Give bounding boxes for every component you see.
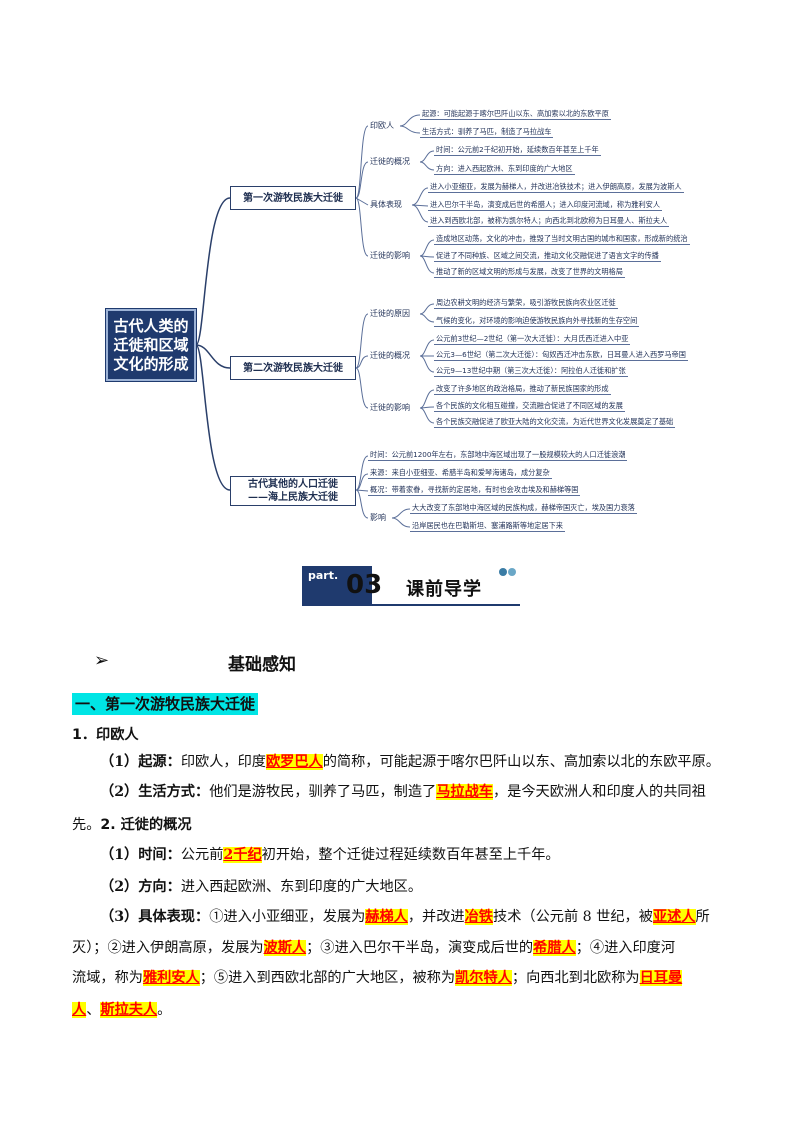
subheading-indo-europeans: 1．印欧人 — [72, 727, 139, 743]
text: ；③进入巴尔干半岛，演变成后世的 — [306, 940, 534, 956]
highlight: 赫梯人 — [365, 909, 408, 925]
part-number: 03 — [346, 570, 383, 600]
branch-first-migration: 第一次游牧民族大迁徙 — [230, 186, 356, 210]
b3-leaf: 概况：带着家眷，寻找新的定居地，有时也会攻击埃及和赫梯等国 — [368, 485, 581, 496]
b1-leaf: 时间：公元前2千纪初开始，延续数百年甚至上千年 — [434, 145, 601, 156]
text: 他们是游牧民，驯养了马匹，制造了 — [209, 784, 437, 800]
b2-label: 迁徙的影响 — [370, 403, 410, 412]
paragraph-lifestyle: （2）生活方式：他们是游牧民，驯养了马匹，制造了马拉战车，是今天欧洲人和印度人的… — [100, 782, 706, 802]
paragraph-direction: （2）方向：进入西起欧洲、东到印度的广大地区。 — [100, 877, 422, 897]
b1-leaf: 进入到西欧北部，被称为凯尔特人；向西北到北欧称为日耳曼人、斯拉夫人 — [428, 216, 670, 227]
b1-label: 具体表现 — [370, 200, 402, 209]
b2-leaf: 各个民族的文化相互碰撞，交流融合促进了不同区域的发展 — [434, 401, 625, 412]
b2-leaf: 气候的变化，对环境的影响迫使游牧民族向外寻找新的生存空间 — [434, 316, 640, 327]
paragraph-origin: （1）起源：印欧人，印度欧罗巴人的简称，可能起源于喀尔巴阡山以东、高加索以北的东… — [100, 752, 720, 772]
mind-map: 古代人类的迁徙和区域文化的形成 第一次游牧民族大迁徙 第二次游牧民族大迁徙 古代… — [0, 0, 800, 545]
highlight: 雅利安人 — [142, 970, 200, 986]
highlight: 冶铁 — [464, 909, 493, 925]
text: 的简称，可能起源于喀尔巴阡山以东、高加索以北的东欧平原。 — [322, 754, 720, 770]
text: 、 — [86, 1002, 101, 1018]
decorative-dots-icon — [498, 566, 518, 581]
text: 进入西起欧洲、东到印度的广大地区。 — [180, 879, 423, 895]
b1-leaf: 促进了不同种族、区域之间交流，推动文化交融促进了语言文字的传播 — [434, 251, 661, 262]
label-lifestyle: （2）生活方式： — [100, 784, 210, 800]
highlight: 马拉战车 — [436, 784, 493, 800]
paragraph-time: （1）时间：公元前2千纪初开始，整个迁徙过程延续数百年甚至上千年。 — [100, 845, 560, 865]
b3-leaf: 时间：公元前1200年左右，东部地中海区域出现了一股规模较大的人口迁徙浪潮 — [368, 450, 628, 461]
b1-leaf: 方向：进入西起欧洲、东到印度的广大地区 — [434, 164, 575, 175]
text: 灭）；②进入伊朗高原，发展为 — [72, 940, 264, 956]
paragraph-performance-3: 流域，称为雅利安人；⑤进入到西欧北部的广大地区，被称为凯尔特人；向西北到北欧称为… — [72, 968, 683, 988]
b1-leaf: 进入小亚细亚，发展为赫梯人，并改进冶铁技术；进入伊朗高原，发展为波斯人 — [428, 182, 684, 193]
text: ；⑤进入到西欧北部的广大地区，被称为 — [199, 970, 456, 986]
text: 印欧人，印度 — [180, 754, 266, 770]
highlight: 亚述人 — [652, 909, 696, 925]
b1-leaf: 进入巴尔干半岛，演变成后世的希腊人；进入印度河流域，称为雅利安人 — [428, 200, 663, 211]
highlight: 凯尔特人 — [455, 970, 512, 986]
banner-underline — [302, 604, 520, 606]
branch3-line2: ——海上民族大迁徙 — [248, 492, 338, 503]
subheading-overview: 2. 迁徙的概况 — [100, 817, 192, 833]
b1-leaf: 起源：可能起源于喀尔巴阡山以东、高加索以北的东欧平原 — [420, 109, 611, 120]
text: 初开始，整个迁徙过程延续数百年甚至上千年。 — [261, 847, 560, 863]
text: ，并改进 — [407, 909, 465, 925]
branch3-line1: 古代其他的人口迁徙 — [248, 479, 338, 490]
highlight: 斯拉夫人 — [100, 1002, 158, 1018]
text: 技术（公元前 8 世纪，被 — [493, 909, 653, 925]
text: 流域，称为 — [72, 970, 143, 986]
text: 所 — [695, 909, 710, 925]
mind-map-root: 古代人类的迁徙和区域文化的形成 — [106, 309, 196, 381]
highlight: 人 — [72, 1002, 87, 1018]
section-arrow-icon: ➢ — [94, 650, 110, 671]
part-banner: part. 03 课前导学 — [302, 566, 520, 606]
b1-label: 迁徙的影响 — [370, 251, 410, 260]
b2-leaf: 周边农耕文明的经济与繁荣，吸引游牧民族向农业区迁徙 — [434, 298, 618, 309]
highlight: 2千纪 — [223, 847, 262, 863]
part-label: part. — [308, 569, 339, 582]
label-origin: （1）起源： — [100, 754, 181, 770]
text: ；向西北到北欧称为 — [511, 970, 640, 986]
b3-label: 影响 — [370, 513, 386, 522]
b1-label: 迁徙的概况 — [370, 157, 410, 166]
paragraph-performance-2: 灭）；②进入伊朗高原，发展为波斯人；③进入巴尔干半岛，演变成后世的希腊人；④进入… — [72, 938, 675, 958]
paragraph-performance-4: 人、斯拉夫人。 — [72, 1000, 171, 1020]
b1-leaf: 造成地区动荡，文化的冲击，推毁了当时文明古国的城市和国家，形成新的统治 — [434, 234, 690, 245]
highlight: 欧罗巴人 — [265, 754, 323, 770]
b2-label: 迁徙的原因 — [370, 309, 410, 318]
label-performance: （3）具体表现： — [100, 909, 210, 925]
b1-label: 印欧人 — [370, 121, 394, 130]
highlight: 波斯人 — [263, 940, 307, 956]
heading-first-migration: 一、第一次游牧民族大迁徙 — [72, 693, 259, 715]
b2-leaf: 公元9—13世纪中期（第三次大迁徙）：阿拉伯人迁徙和扩张 — [434, 366, 628, 377]
branch-other-migration: 古代其他的人口迁徙 ——海上民族大迁徙 — [230, 476, 356, 506]
paragraph-lifestyle-cont: 先。2. 迁徙的概况 — [72, 815, 192, 835]
b3-leaf: 沿岸居民也在巴勒斯坦、塞浦路斯等地定居下来 — [410, 521, 565, 532]
b2-leaf: 各个民族交融促进了欧亚大陆的文化交流，为近代世界文化发展奠定了基础 — [434, 417, 676, 428]
text: ①进入小亚细亚，发展为 — [209, 909, 366, 925]
highlight: 日耳曼 — [639, 970, 683, 986]
label-direction: （2）方向： — [100, 879, 181, 895]
banner-title: 课前导学 — [406, 579, 482, 600]
text: 先。 — [72, 817, 101, 833]
text: 。 — [157, 1002, 172, 1018]
b2-label: 迁徙的概况 — [370, 351, 410, 360]
section-title: 基础感知 — [228, 655, 296, 675]
paragraph-performance-1: （3）具体表现：①进入小亚细亚，发展为赫梯人，并改进冶铁技术（公元前 8 世纪，… — [100, 907, 710, 927]
b2-leaf: 公元3—6世纪（第二次大迁徙）：匈奴西迁冲击东欧，日耳曼人进入西罗马帝国 — [434, 350, 688, 361]
label-time: （1）时间： — [100, 847, 181, 863]
b3-leaf: 大大改变了东部地中海区域的民族构成，赫梯帝国灭亡，埃及国力衰落 — [410, 503, 637, 514]
b2-leaf: 公元前3世纪—2世纪（第一次大迁徙）：大月氏西迁进入中亚 — [434, 334, 631, 345]
b1-leaf: 生活方式：驯养了马匹，制造了马拉战车 — [420, 127, 554, 138]
text: ；④进入印度河 — [575, 940, 676, 956]
mind-map-connectors — [195, 114, 435, 528]
highlight: 希腊人 — [533, 940, 576, 956]
b1-leaf: 推动了新的区域文明的形成与发展，改变了世界的文明格局 — [434, 267, 625, 278]
text: ，是今天欧洲人和印度人的共同祖 — [492, 784, 706, 800]
part-box — [302, 566, 372, 604]
branch-second-migration: 第二次游牧民族大迁徙 — [230, 356, 356, 380]
text: 公元前 — [180, 847, 224, 863]
b3-leaf: 来源：来自小亚细亚、希腊半岛和爱琴海诸岛，成分复杂 — [368, 468, 552, 479]
b2-leaf: 改变了许多地区的政治格局，推动了新民族国家的形成 — [434, 384, 611, 395]
